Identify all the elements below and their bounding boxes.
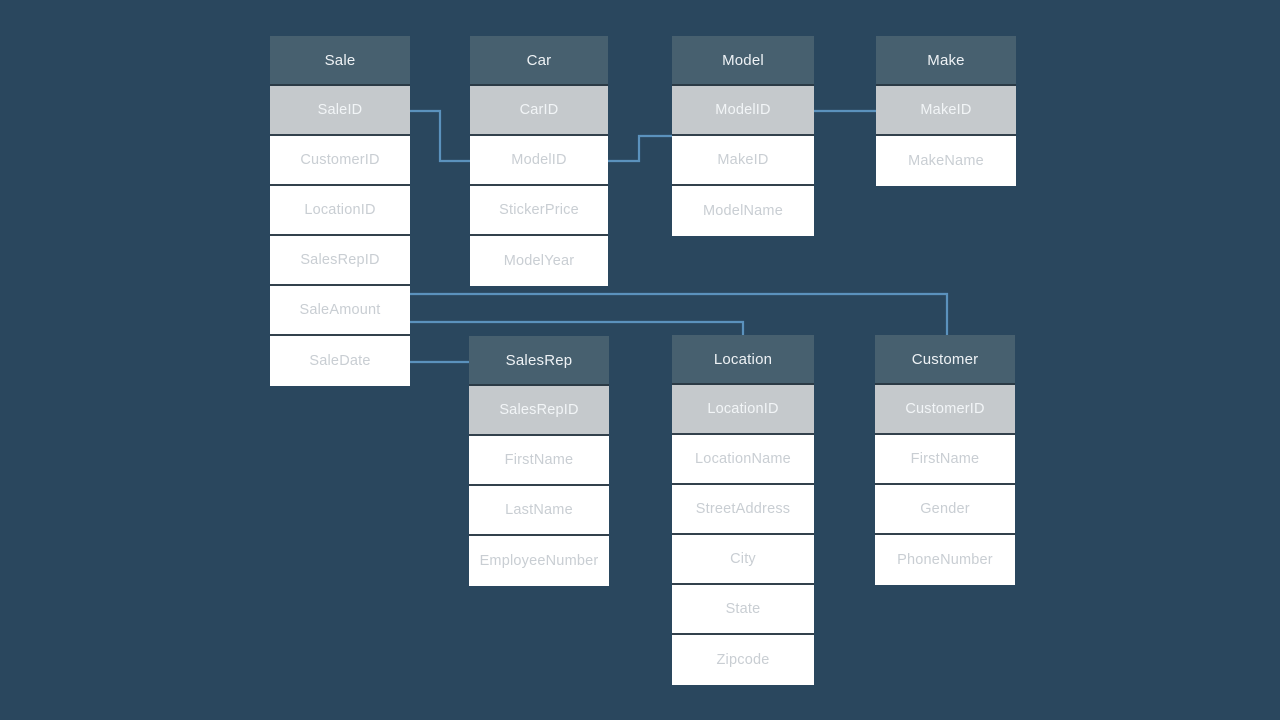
relationship-car-to-sale [406,109,471,163]
field-row-make-makeid[interactable]: MakeID [876,86,1016,136]
field-row-location-streetaddress[interactable]: StreetAddress [672,485,814,535]
field-row-make-makename[interactable]: MakeName [876,136,1016,186]
entity-title-car: Car [470,36,608,86]
field-row-car-modelyear[interactable]: ModelYear [470,236,608,286]
field-row-salesrep-salesrepid[interactable]: SalesRepID [469,386,609,436]
field-row-sale-customerid[interactable]: CustomerID [270,136,410,186]
entity-title-make: Make [876,36,1016,86]
field-row-sale-locationid[interactable]: LocationID [270,186,410,236]
field-row-customer-gender[interactable]: Gender [875,485,1015,535]
field-row-location-zipcode[interactable]: Zipcode [672,635,814,685]
field-row-location-locationid[interactable]: LocationID [672,385,814,435]
relationship-sale-to-location [410,320,745,336]
relationship-sale-to-customer [410,292,949,336]
field-row-car-stickerprice[interactable]: StickerPrice [470,186,608,236]
field-row-sale-saleamount[interactable]: SaleAmount [270,286,410,336]
field-row-salesrep-firstname[interactable]: FirstName [469,436,609,486]
field-row-customer-firstname[interactable]: FirstName [875,435,1015,485]
entity-title-model: Model [672,36,814,86]
field-row-model-modelname[interactable]: ModelName [672,186,814,236]
field-row-model-modelid[interactable]: ModelID [672,86,814,136]
field-row-car-modelid[interactable]: ModelID [470,136,608,186]
field-row-sale-salesrepid[interactable]: SalesRepID [270,236,410,286]
field-row-sale-saledate[interactable]: SaleDate [270,336,410,386]
field-row-sale-saleid[interactable]: SaleID [270,86,410,136]
field-row-car-carid[interactable]: CarID [470,86,608,136]
entity-title-location: Location [672,335,814,385]
entity-title-sale: Sale [270,36,410,86]
entity-title-customer: Customer [875,335,1015,385]
field-row-location-locationname[interactable]: LocationName [672,435,814,485]
field-row-location-state[interactable]: State [672,585,814,635]
field-row-customer-customerid[interactable]: CustomerID [875,385,1015,435]
field-row-model-makeid[interactable]: MakeID [672,136,814,186]
relationship-model-to-car [607,134,672,163]
field-row-salesrep-lastname[interactable]: LastName [469,486,609,536]
field-row-location-city[interactable]: City [672,535,814,585]
field-row-salesrep-employeenumber[interactable]: EmployeeNumber [469,536,609,586]
entity-title-salesrep: SalesRep [469,336,609,386]
field-row-customer-phonenumber[interactable]: PhoneNumber [875,535,1015,585]
